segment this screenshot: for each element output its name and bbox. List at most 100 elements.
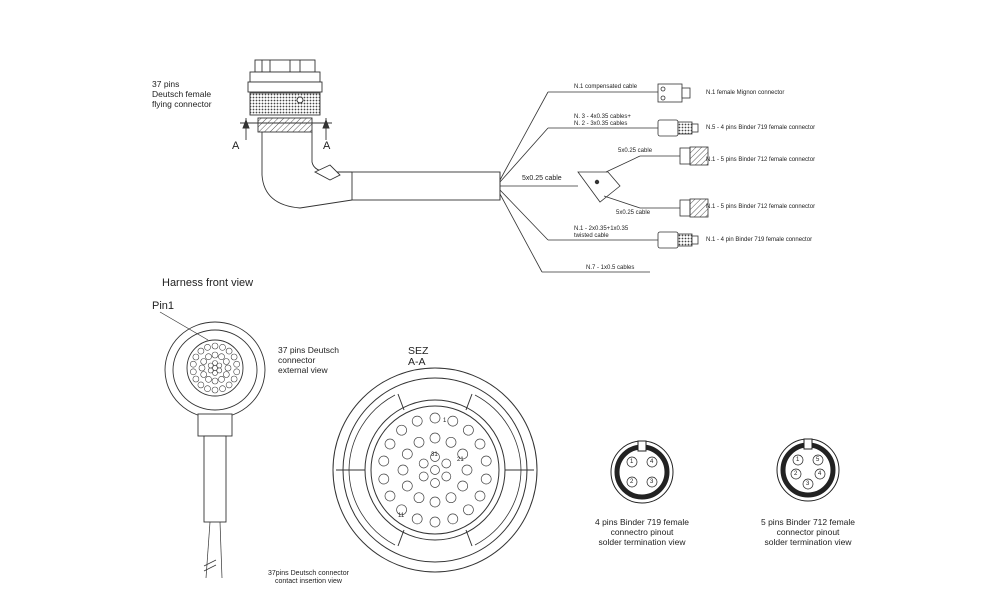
contact-pin (204, 385, 211, 393)
contact-pin (216, 367, 223, 374)
contact-hole (445, 436, 457, 448)
front-view-desc-2: connector (278, 355, 316, 365)
contact-pin (211, 377, 219, 385)
contact-pin (204, 343, 211, 351)
contact-hole (411, 415, 423, 427)
contact-pin (205, 353, 212, 361)
binder-719-connector-top (657, 119, 699, 137)
front-view-desc-3: external view (278, 365, 328, 375)
binder-712-caption-3: solder termination view (764, 537, 852, 547)
contact-hole (401, 448, 413, 460)
contact-hole (413, 436, 425, 448)
contact-hole (429, 432, 441, 444)
binder-719-connector-bottom (657, 231, 699, 249)
contact-pin (192, 375, 200, 383)
contact-hole (397, 464, 409, 476)
pin1-label: Pin1 (152, 300, 175, 312)
binder-712-pin-1: 1 (796, 457, 800, 463)
contact-hole (429, 412, 441, 424)
contact-hole (418, 458, 429, 469)
contact-pin (211, 342, 219, 350)
flying-connector-drawing (240, 59, 501, 209)
contact-pin (200, 358, 207, 365)
branch-2-cable-label-1: N. 3 - 4x0.35 cables+ (574, 114, 631, 120)
contact-hole (396, 424, 407, 436)
contact-hole (413, 492, 425, 504)
branch-2-connector-label: N.5 - 4 pins Binder 719 female connector (706, 125, 816, 131)
contact-hole (430, 465, 440, 475)
contact-pin (198, 364, 206, 372)
contact-hole (430, 478, 440, 488)
contact-hole (461, 464, 473, 476)
binder-712-connector-upper (679, 146, 709, 166)
section-aa-drawing (332, 367, 538, 573)
contact-pin (192, 353, 200, 361)
section-caption-2: contact insertion view (275, 578, 342, 585)
binder-712-connector-lower (679, 198, 709, 218)
binder-712-caption-1: 5 pins Binder 712 female (760, 517, 856, 527)
contact-pin (205, 375, 212, 383)
branch-3-connector-label: N.1 - 5 pins Binder 712 female connector (706, 157, 816, 163)
binder-719-caption-2: connectro pinout (610, 527, 674, 537)
contact-pin (219, 343, 226, 351)
binder-719-caption-3: solder termination view (598, 537, 686, 547)
contact-hole (447, 513, 459, 525)
mignon-connector (657, 83, 691, 103)
contact-pin (224, 364, 232, 372)
branch-5-cable-label-2: twisted cable (574, 233, 609, 239)
contact-pin (197, 347, 205, 355)
contact-hole (480, 455, 492, 467)
cable-fanout (499, 91, 680, 273)
branch-1-cable-label: N.1 compensated cable (574, 84, 638, 90)
binder-719-pin-2: 2 (630, 479, 634, 485)
contact-pin (225, 347, 233, 355)
contact-pin (218, 353, 225, 361)
flying-connector-label-1: 37 pins (152, 79, 180, 89)
binder-719-pin-4: 4 (650, 459, 654, 465)
contact-hole (396, 504, 407, 516)
contact-hole (474, 490, 486, 502)
flying-connector-label-2: Deutsch female (152, 89, 212, 99)
binder-712-pin-2: 2 (794, 471, 798, 477)
contact-hole (463, 424, 474, 436)
contact-hole (463, 504, 474, 516)
branch-6-cable-label: N.7 - 1x0.5 cables (586, 265, 635, 271)
harness-front-view-title: Harness front view (162, 277, 254, 289)
section-title-2: A-A (408, 356, 426, 368)
contact-pin (223, 358, 230, 365)
contact-pin (233, 360, 240, 368)
contact-pin (190, 368, 197, 376)
contact-pin (200, 371, 207, 378)
contact-hole (441, 471, 452, 482)
contact-pin (212, 365, 218, 371)
contact-hole (401, 480, 413, 492)
section-mark-left: A (232, 140, 240, 152)
contact-hole (480, 473, 492, 485)
contact-pin (211, 351, 219, 359)
section-pin-label-21: 21 (457, 457, 464, 463)
binder-712-caption-2: connector pinout (776, 527, 840, 537)
binder-712-pin-4: 4 (818, 471, 822, 477)
section-caption-1: 37pins Deutsch connector (268, 570, 349, 577)
contact-pin (211, 386, 219, 394)
contact-hole (474, 438, 486, 450)
harness-front-view-drawing (159, 311, 266, 579)
contact-hole (384, 490, 396, 502)
binder-712-pinout-drawing (776, 438, 840, 502)
contact-hole (430, 452, 440, 462)
branch-4-connector-label: N.1 - 5 pins Binder 712 female connector (706, 204, 816, 210)
binder-719-pin-3: 3 (650, 479, 654, 485)
contact-hole (457, 480, 469, 492)
section-pin-label-11: 11 (398, 513, 405, 519)
binder-712-pin-5: 5 (816, 457, 820, 463)
contact-hole (441, 458, 452, 469)
contact-hole (429, 496, 441, 508)
contact-hole (378, 455, 390, 467)
contact-hole (457, 448, 469, 460)
contact-pin (233, 368, 240, 376)
binder-712-pin-3: 3 (806, 481, 810, 487)
contact-pin (218, 375, 225, 383)
contact-pin (225, 381, 233, 389)
binder-719-pinout-drawing (610, 440, 674, 504)
